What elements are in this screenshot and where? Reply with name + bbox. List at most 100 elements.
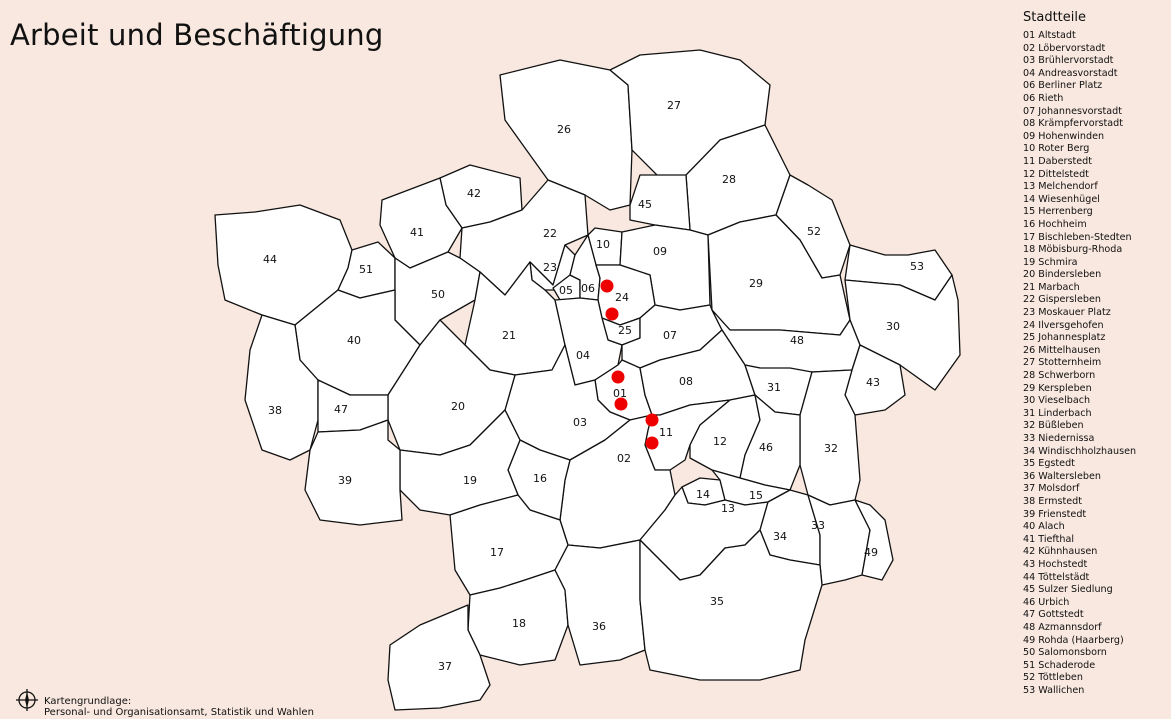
legend-item: 06 Berliner Platz [1023, 80, 1103, 92]
marker-6[interactable] [645, 436, 659, 450]
legend-item: 34 Windischholzhausen [1023, 445, 1137, 457]
district-label-39: 39 [338, 474, 352, 487]
district-label-51: 51 [359, 263, 373, 276]
district-label-27: 27 [667, 99, 681, 112]
legend-item: 46 Urbich [1023, 596, 1070, 608]
district-label-32: 32 [824, 442, 838, 455]
legend-item: 30 Vieselbach [1023, 395, 1091, 407]
legend-item: 27 Stotternheim [1023, 357, 1102, 369]
district-39[interactable] [304, 419, 403, 526]
legend-item: 42 Kühnhausen [1023, 546, 1098, 558]
legend-item: 33 Niedernissa [1023, 433, 1095, 444]
legend-item: 20 Bindersleben [1023, 269, 1102, 281]
district-label-31: 31 [767, 381, 781, 394]
legend-item: 48 Azmannsdorf [1023, 621, 1102, 633]
legend-item: 53 Wallichen [1023, 684, 1085, 696]
district-label-38: 38 [268, 404, 282, 417]
district-33[interactable] [807, 494, 871, 586]
legend-item: 18 Möbisburg-Rhoda [1023, 244, 1123, 256]
marker-3[interactable] [611, 370, 625, 384]
legend-item: 07 Johannesvorstadt [1023, 105, 1122, 117]
district-label-11: 11 [659, 426, 673, 439]
location-markers [600, 279, 659, 450]
legend-item: 40 Alach [1023, 521, 1065, 533]
district-label-14: 14 [696, 488, 710, 501]
page-title: Arbeit und Beschäftigung [10, 18, 384, 52]
district-label-09: 09 [653, 245, 667, 258]
district-label-41: 41 [410, 226, 424, 239]
legend-item: 41 Tiefthal [1023, 533, 1074, 545]
district-19[interactable] [399, 409, 521, 516]
district-label-50: 50 [431, 288, 445, 301]
district-label-20: 20 [451, 400, 465, 413]
legend-item: 14 Wiesenhügel [1023, 193, 1100, 205]
district-label-43: 43 [866, 376, 880, 389]
legend-item: 50 Salomonsborn [1023, 647, 1107, 659]
legend-item: 08 Krämpfervorstadt [1023, 118, 1124, 130]
legend-item: 28 Schwerborn [1023, 370, 1096, 382]
district-label-01: 01 [613, 387, 627, 400]
legend-item: 10 Roter Berg [1023, 143, 1090, 155]
legend-item: 03 Brühlervorstadt [1023, 55, 1114, 67]
district-label-37: 37 [438, 660, 452, 673]
legend-item: 23 Moskauer Platz [1023, 307, 1111, 319]
legend-item: 21 Marbach [1023, 281, 1080, 293]
legend-item: 36 Waltersleben [1023, 470, 1101, 482]
marker-5[interactable] [645, 413, 659, 427]
district-label-36: 36 [592, 620, 606, 633]
legend-item: 12 Dittelstedt [1023, 168, 1089, 180]
legend-item: 11 Daberstedt [1023, 155, 1092, 167]
legend-item: 19 Schmira [1023, 256, 1078, 268]
source-line-2: Personal- und Organisationsamt, Statisti… [44, 707, 314, 718]
legend-item: 04 Andreasvorstadt [1023, 67, 1118, 79]
district-label-25: 25 [618, 324, 632, 337]
district-49[interactable] [854, 499, 894, 581]
legend-item: 09 Hohenwinden [1023, 130, 1105, 142]
legend-item: 02 Löbervorstadt [1023, 42, 1106, 54]
legend-item: 44 Töttelstädt [1023, 571, 1090, 583]
district-label-10: 10 [596, 238, 610, 251]
district-label-46: 46 [759, 441, 773, 454]
district-label-24: 24 [615, 291, 629, 304]
marker-1[interactable] [600, 279, 614, 293]
district-36[interactable] [554, 539, 646, 666]
legend-item: 22 Gispersleben [1023, 294, 1101, 306]
district-label-07: 07 [663, 329, 677, 342]
district-label-12: 12 [713, 435, 727, 448]
legend-item: 16 Hochheim [1023, 218, 1087, 230]
district-label-05: 05 [559, 284, 573, 297]
district-label-53: 53 [910, 260, 924, 273]
district-35[interactable] [639, 529, 823, 681]
legend-item: 29 Kerspleben [1023, 382, 1092, 394]
district-label-52: 52 [807, 225, 821, 238]
district-label-47: 47 [334, 403, 348, 416]
district-26[interactable] [499, 59, 633, 211]
legend-item: 15 Herrenberg [1023, 206, 1093, 218]
district-label-48: 48 [790, 334, 804, 347]
legend-item: 49 Rohda (Haarberg) [1023, 634, 1124, 646]
district-label-22: 22 [543, 227, 557, 240]
legend-item: 37 Molsdorf [1023, 483, 1080, 495]
compass-icon [16, 689, 38, 711]
legend-item: 51 Schaderode [1023, 659, 1096, 671]
marker-2[interactable] [605, 307, 619, 321]
legend-item: 24 Ilversgehofen [1023, 319, 1104, 331]
legend-item: 39 Frienstedt [1023, 508, 1087, 520]
legend-item: 25 Johannesplatz [1023, 332, 1106, 344]
district-label-21: 21 [502, 329, 516, 342]
district-label-29: 29 [749, 277, 763, 290]
marker-4[interactable] [614, 397, 628, 411]
district-label-35: 35 [710, 595, 724, 608]
legend-item: 38 Ermstedt [1023, 495, 1082, 507]
source-line-1: Kartengrundlage: [44, 696, 132, 707]
legend-item: 45 Sulzer Siedlung [1023, 584, 1113, 596]
district-label-02: 02 [617, 452, 631, 465]
district-label-16: 16 [533, 472, 547, 485]
district-label-40: 40 [347, 334, 361, 347]
legend-item: 26 Mittelhausen [1023, 344, 1101, 356]
legend-item: 35 Egstedt [1023, 458, 1075, 470]
district-label-30: 30 [886, 320, 900, 333]
district-37[interactable] [387, 604, 491, 711]
